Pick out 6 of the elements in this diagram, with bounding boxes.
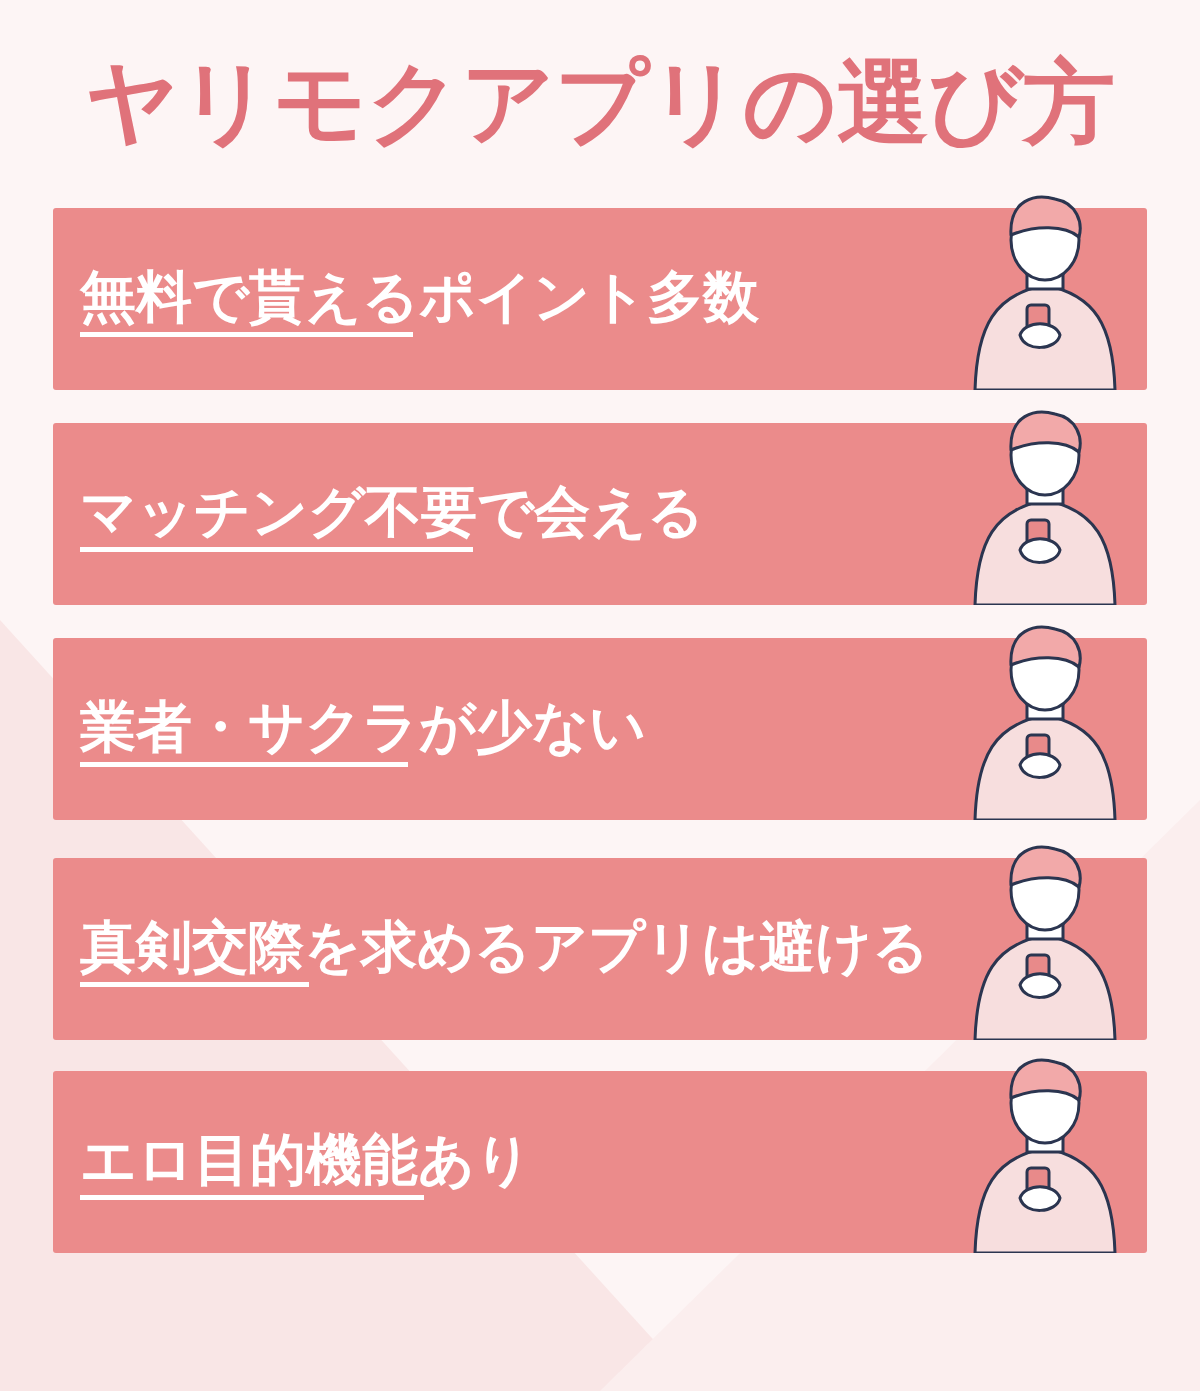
title: ヤリモクアプリの選び方 bbox=[84, 48, 1116, 158]
bar-heading: 真剣交際を求めるアプリは避ける bbox=[80, 916, 929, 978]
bar-heading: エロ目的機能あり bbox=[80, 1129, 532, 1191]
bar-heading: マッチング不要で会える bbox=[80, 481, 704, 543]
bar-heading: 業者・サクラが少ない bbox=[80, 696, 646, 758]
bar-heading: 無料で貰えるポイント多数 bbox=[80, 266, 759, 328]
